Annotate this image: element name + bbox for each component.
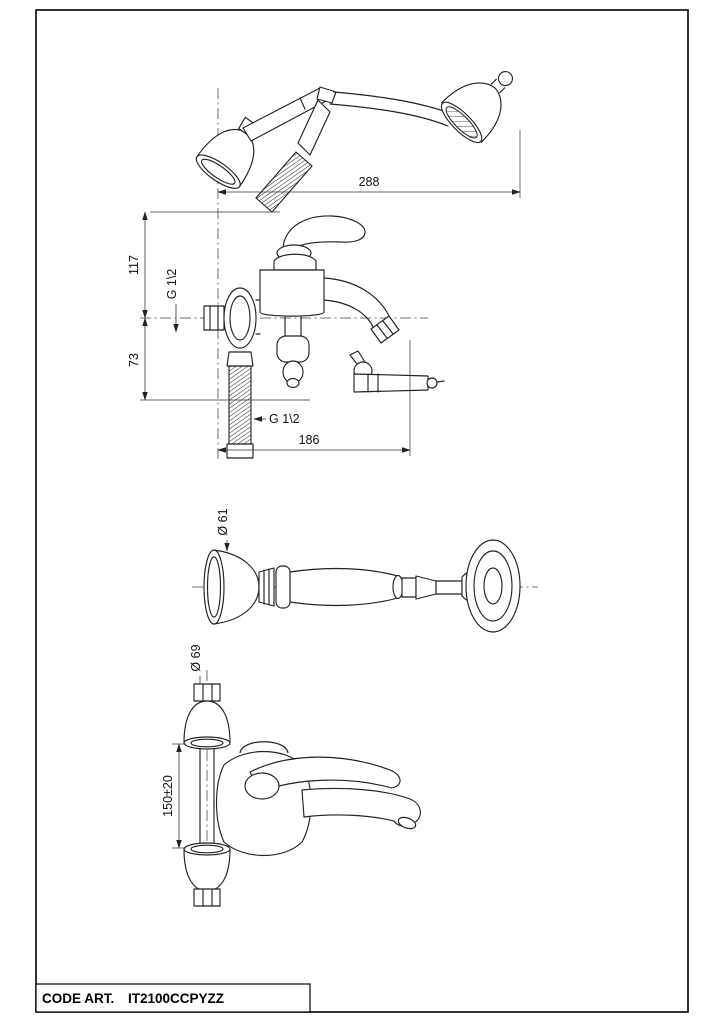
mixer-front-lever: [249, 756, 401, 793]
dim-288-label: 288: [359, 175, 380, 189]
aerator: [397, 816, 417, 830]
flex-hose-lower: [226, 351, 254, 459]
dim-73-label: 73: [127, 353, 141, 367]
thread-hose-label: G 1\2: [269, 412, 300, 426]
dimension-height-73: 73: [127, 317, 310, 401]
cartridge-dome: [239, 741, 289, 754]
diverter: [276, 316, 310, 389]
dim-150-label: 150±20: [161, 775, 175, 817]
mixer-side: [203, 215, 445, 459]
shower-hose: [329, 91, 453, 127]
thread-label-hose: G 1\2: [253, 412, 300, 426]
union-bottom: [183, 842, 231, 907]
sheet-border: [35, 9, 689, 1013]
dim-117-label: 117: [127, 255, 141, 275]
wall-bracket-cone: [440, 70, 514, 144]
side-view: 288: [127, 70, 521, 462]
hand-shower-profile: [203, 549, 463, 625]
dim-61-label: Ø 61: [216, 508, 230, 535]
dim-186-label: 186: [299, 433, 320, 447]
hand-shower-grip: [289, 567, 399, 607]
dimension-width-288: 288: [217, 130, 521, 198]
hose-union: [349, 350, 445, 393]
mixer-body: [259, 269, 325, 317]
hand-shower: [195, 86, 337, 189]
union-top: [183, 683, 231, 750]
mixer-front: [215, 741, 421, 857]
escutcheon: [223, 287, 257, 349]
wall-support: [461, 539, 521, 633]
front-view: Ø 69: [161, 644, 421, 910]
thread-wall-label: G 1\2: [165, 269, 179, 300]
mixer-lever: [282, 215, 366, 252]
title-block: CODE ART. IT2100CCPYZZ: [35, 983, 311, 1013]
thread-label-wall: G 1\2: [165, 269, 179, 333]
dimension-depth-186: 186: [217, 340, 411, 456]
mixer-spout: [323, 277, 400, 344]
code-art-value: IT2100CCPYZZ: [128, 991, 224, 1006]
handshower-view: Ø 61: [192, 508, 538, 633]
wall-union: [203, 287, 261, 349]
code-art-label: CODE ART.: [42, 991, 114, 1006]
dimension-diameter-61: Ø 61: [216, 508, 230, 552]
dim-69-label: Ø 69: [189, 644, 203, 671]
dimension-center-distance: 150±20: [161, 743, 186, 849]
dimension-height-117: 117: [127, 211, 280, 319]
